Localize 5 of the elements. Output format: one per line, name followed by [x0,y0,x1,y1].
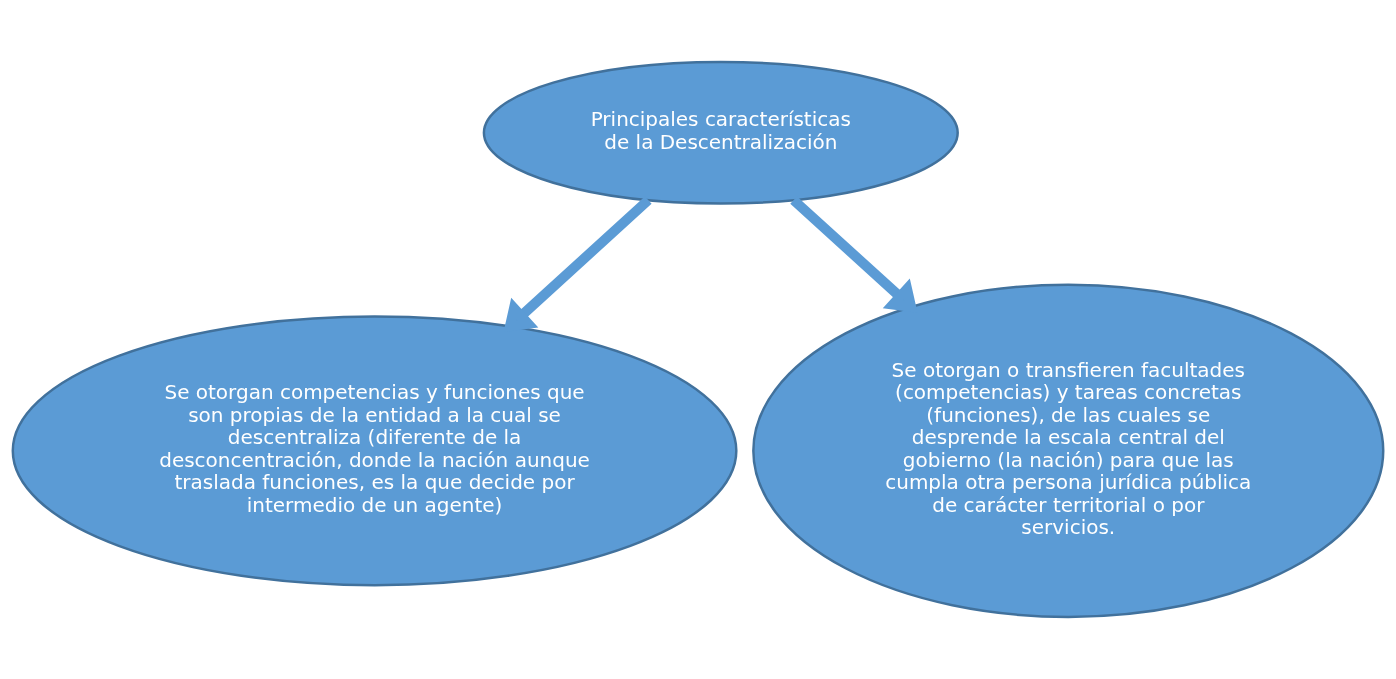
node-ellipse: Se otorgan competencias y funciones que son propias de la entidad a la cual se descentraliza (diferente de la desconcentración, donde la nación aunque traslada funciones, es la que decide por intermedio de un agente) [11,315,738,587]
arrow [503,196,652,332]
node-ellipse: Se otorgan o transfieren facultades (competencias) y tareas concretas (funciones), de las cuales se desprende la escala central del gobierno (la nación) para que las cumpla otra persona jurídica pública de carácter territorial o por servicios. [752,283,1385,619]
node-ellipse: Principales características de la Descentralización [482,60,959,205]
arrow [790,196,918,313]
